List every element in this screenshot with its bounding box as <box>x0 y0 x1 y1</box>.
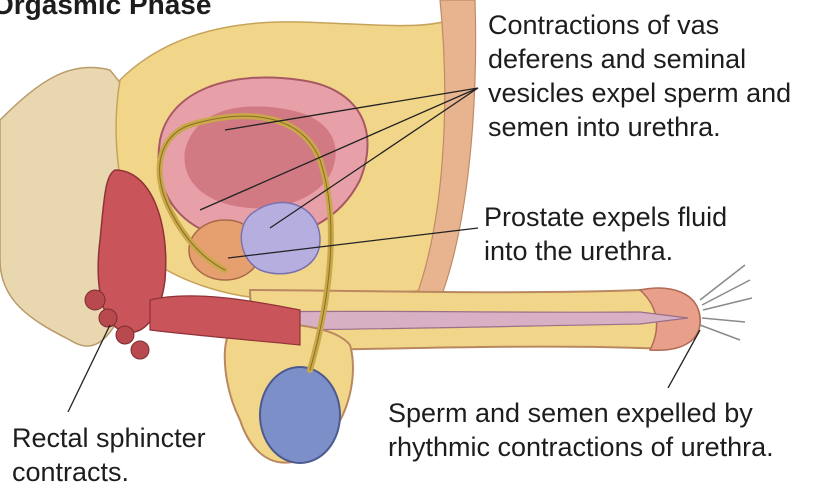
prostate-label-line: Prostate expels fluid <box>484 200 814 234</box>
sperm-expulsion-label: Sperm and semen expelled by rhythmic con… <box>388 396 828 464</box>
rectal-label-line: contracts. <box>12 455 262 489</box>
prostate-label-line: into the urethra. <box>484 234 814 268</box>
vas-label-line: vesicles expel sperm and <box>488 76 828 110</box>
figure-title: Orgasmic Phase <box>0 0 211 22</box>
vas-label-line: semen into urethra. <box>488 110 828 144</box>
vas-label-line: Contractions of vas <box>488 8 828 42</box>
rectal-sphincter-label: Rectal sphincter contracts. <box>12 421 262 489</box>
vas-label-line: deferens and seminal <box>488 42 828 76</box>
seminal-vesicle <box>241 203 320 274</box>
rectal-label-line: Rectal sphincter <box>12 421 262 455</box>
sperm-label-line: rhythmic contractions of urethra. <box>388 430 828 464</box>
sperm-label-line: Sperm and semen expelled by <box>388 396 828 430</box>
prostate-label: Prostate expels fluid into the urethra. <box>484 200 814 268</box>
testis <box>260 367 340 463</box>
ejaculate-spray <box>700 265 752 340</box>
vas-deferens-label: Contractions of vas deferens and seminal… <box>488 8 828 144</box>
